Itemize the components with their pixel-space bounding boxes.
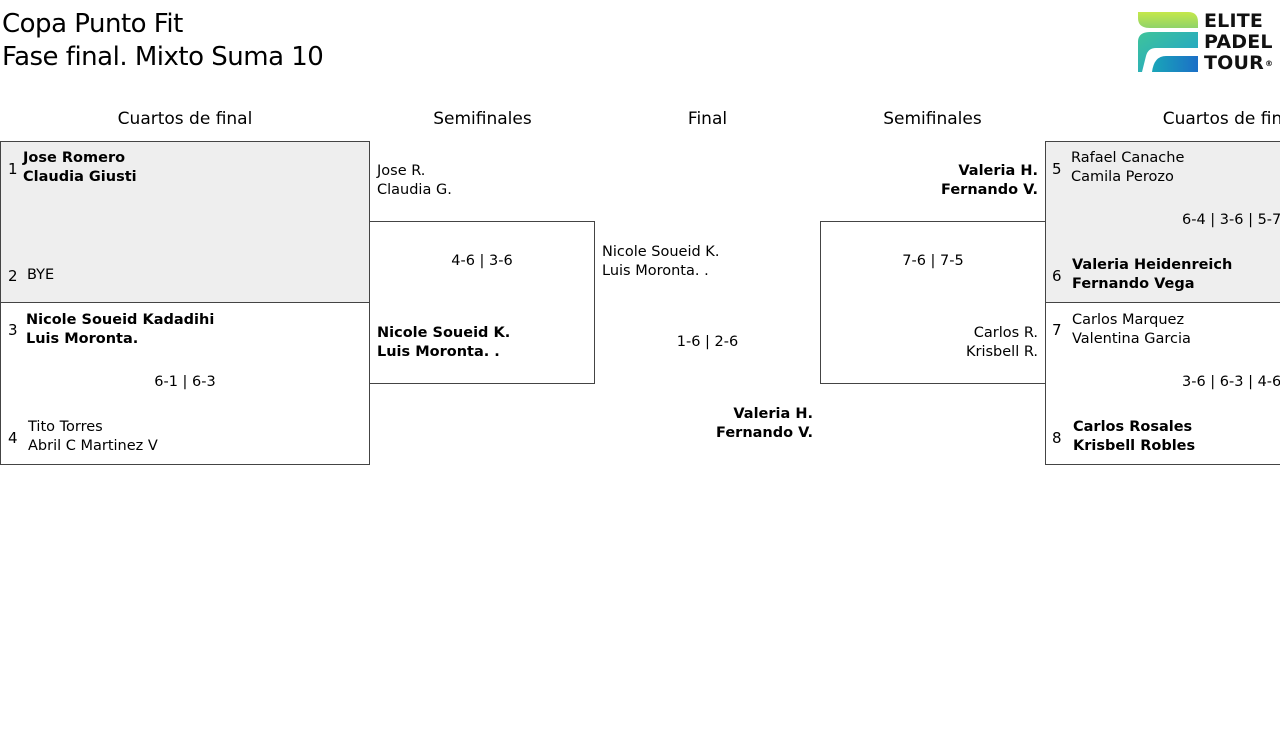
left-qf-match-2: 3 Nicole Soueid Kadadihi Luis Moronta. 6… bbox=[0, 302, 370, 465]
player-name: BYE bbox=[27, 267, 55, 283]
match-score: 3-6 | 6-3 | 4-6 bbox=[1182, 374, 1280, 390]
player-name: Carlos Marquez bbox=[1072, 312, 1185, 328]
phase-title: Fase final. Mixto Suma 10 bbox=[2, 42, 324, 72]
elite-padel-tour-logo: ELITE PADEL TOUR® bbox=[1136, 10, 1276, 76]
player-name: Krisbell Robles bbox=[1073, 438, 1196, 454]
right-sf-connector: 7-6 | 7-5 Carlos R. Krisbell R. bbox=[820, 221, 1046, 384]
right-sf-player: Fernando V. bbox=[941, 182, 1038, 198]
match-score: 6-1 | 6-3 bbox=[154, 374, 216, 390]
logo-line-1: ELITE bbox=[1204, 10, 1264, 32]
left-sf-player: Jose R. bbox=[377, 163, 426, 179]
seed-number: 1 bbox=[8, 160, 18, 178]
seed-number: 3 bbox=[8, 321, 18, 339]
left-sf-player: Luis Moronta. . bbox=[377, 344, 500, 360]
player-name: Carlos Rosales bbox=[1073, 419, 1193, 435]
left-sf-connector: 4-6 | 3-6 Nicole Soueid K. Luis Moronta.… bbox=[369, 221, 595, 384]
final-player: Nicole Soueid K. bbox=[602, 244, 720, 260]
seed-number: 2 bbox=[8, 267, 18, 285]
right-qf-match-2: 7 Carlos Marquez Valentina Garcia 3-6 | … bbox=[1045, 302, 1280, 465]
player-name: Jose Romero bbox=[23, 150, 126, 166]
player-name: Abril C Martinez V bbox=[28, 438, 158, 454]
header-sf-left: Semifinales bbox=[433, 109, 532, 129]
player-name: Camila Perozo bbox=[1071, 169, 1174, 185]
seed-number: 8 bbox=[1052, 429, 1062, 447]
seed-number: 5 bbox=[1052, 160, 1062, 178]
left-qf-match-1: 1 Jose Romero Claudia Giusti 2 BYE bbox=[0, 141, 370, 303]
logo-wordmark: ELITE PADEL TOUR® bbox=[1204, 11, 1273, 74]
final-player: Luis Moronta. . bbox=[602, 263, 709, 279]
seed-number: 6 bbox=[1052, 267, 1062, 285]
header-qf-right: Cuartos de fin bbox=[1162, 109, 1280, 129]
final-player: Valeria H. bbox=[733, 406, 813, 422]
tournament-title: Copa Punto Fit bbox=[2, 9, 183, 39]
match-score: 6-4 | 3-6 | 5-7 bbox=[1182, 212, 1280, 228]
player-name: Claudia Giusti bbox=[23, 169, 137, 185]
right-sf-player: Krisbell R. bbox=[965, 344, 1038, 360]
logo-line-3-text: TOUR bbox=[1204, 52, 1264, 74]
player-name: Fernando Vega bbox=[1072, 276, 1195, 292]
player-name: Tito Torres bbox=[28, 419, 103, 435]
match-score: 7-6 | 7-5 bbox=[902, 253, 964, 269]
final-score: 1-6 | 2-6 bbox=[676, 334, 739, 350]
logo-mark-icon bbox=[1138, 12, 1198, 72]
match-score: 4-6 | 3-6 bbox=[451, 253, 513, 269]
registered-mark: ® bbox=[1264, 59, 1274, 68]
right-qf-match-1: 5 Rafael Canache Camila Perozo 6-4 | 3-6… bbox=[1045, 141, 1280, 303]
header-final: Final bbox=[687, 109, 728, 129]
right-sf-player: Carlos R. bbox=[973, 325, 1038, 341]
left-sf-player: Claudia G. bbox=[377, 182, 452, 198]
player-name: Rafael Canache bbox=[1071, 150, 1185, 166]
player-name: Luis Moronta. bbox=[26, 331, 139, 347]
header-sf-right: Semifinales bbox=[883, 109, 982, 129]
seed-number: 4 bbox=[8, 429, 18, 447]
final-player: Fernando V. bbox=[716, 425, 813, 441]
left-sf-player: Nicole Soueid K. bbox=[377, 325, 511, 341]
player-name: Valeria Heidenreich bbox=[1072, 257, 1233, 273]
player-name: Nicole Soueid Kadadihi bbox=[26, 312, 215, 328]
right-sf-player: Valeria H. bbox=[958, 163, 1038, 179]
player-name: Valentina Garcia bbox=[1072, 331, 1191, 347]
seed-number: 7 bbox=[1052, 321, 1062, 339]
logo-line-3: TOUR® bbox=[1204, 53, 1273, 74]
logo-line-2: PADEL bbox=[1204, 31, 1273, 53]
header-qf-left: Cuartos de final bbox=[117, 109, 253, 129]
